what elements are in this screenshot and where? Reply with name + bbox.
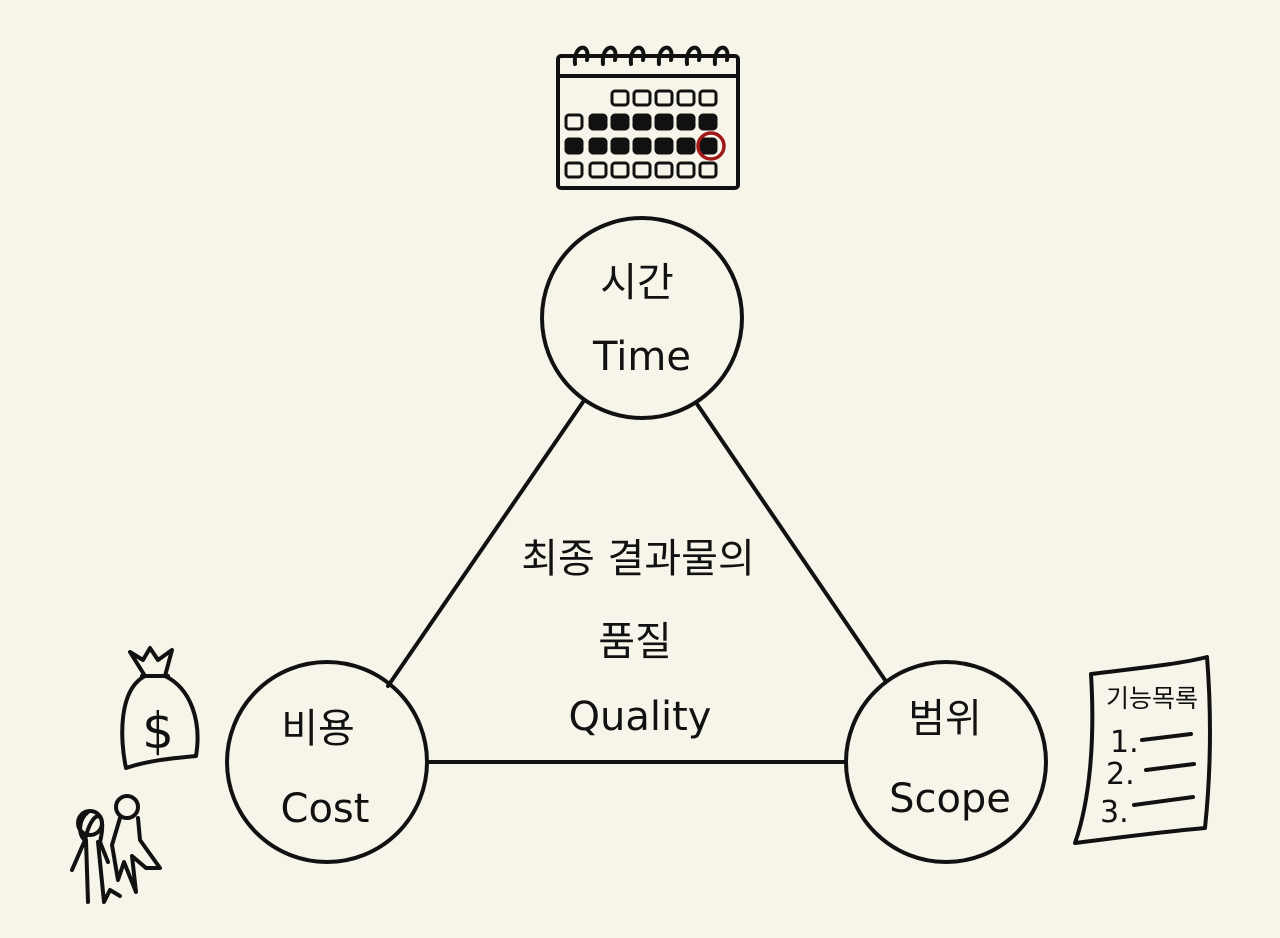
- calendar-day-cell: [588, 113, 608, 131]
- calendar-day-cell: [676, 161, 696, 179]
- edge-time-cost: [386, 400, 585, 688]
- calendar-ring: [684, 45, 702, 66]
- calendar-icon: [556, 45, 740, 190]
- feature-list-icon: 기능목록 1. 2. 3.: [1073, 655, 1212, 845]
- scope-english-label: Scope: [889, 776, 1011, 822]
- quality-korean-line1: 최종 결과물의: [521, 536, 755, 582]
- quality-korean-line2: 품질: [598, 619, 672, 665]
- calendar-day-cell: [676, 137, 696, 155]
- calendar-day-cell: [698, 137, 718, 155]
- calendar-day-cell: [698, 113, 718, 131]
- feature-list-item-1: 1.: [1110, 725, 1139, 760]
- feature-list-item-3: 3.: [1100, 795, 1129, 830]
- calendar-day-cell: [698, 161, 718, 179]
- calendar-day-cell: [654, 137, 674, 155]
- node-cost: 비용 Cost: [225, 660, 429, 864]
- cost-korean-label: 비용: [281, 706, 355, 752]
- time-english-label: Time: [592, 334, 691, 380]
- calendar-ring: [656, 45, 674, 66]
- people-icon: [70, 794, 162, 904]
- calendar-day-cell: [654, 161, 674, 179]
- calendar-day-cell: [676, 89, 696, 107]
- calendar-day-cell: [632, 161, 652, 179]
- calendar-day-cell: [632, 113, 652, 131]
- node-scope: 범위 Scope: [844, 660, 1048, 864]
- calendar-day-cell: [632, 137, 652, 155]
- calendar-day-cell: [676, 113, 696, 131]
- dollar-sign: $: [142, 702, 174, 760]
- edge-time-scope: [695, 402, 887, 682]
- calendar-ring: [572, 45, 590, 66]
- calendar-day-cell: [654, 113, 674, 131]
- feature-list-item-2: 2.: [1106, 757, 1135, 792]
- calendar-day-cell: [610, 137, 630, 155]
- time-korean-label: 시간: [600, 260, 674, 306]
- calendar-day-cell: [564, 137, 584, 155]
- calendar-day-cell: [698, 89, 718, 107]
- node-time: 시간 Time: [540, 216, 744, 420]
- calendar-day-cell: [588, 137, 608, 155]
- calendar-day-cell: [588, 161, 608, 179]
- calendar-day-cell: [564, 161, 584, 179]
- quality-label: 최종 결과물의 품질 Quality: [521, 536, 755, 740]
- calendar-day-cell: [632, 89, 652, 107]
- calendar-day-cell: [654, 89, 674, 107]
- highlighted-date-circle: [696, 131, 726, 161]
- scope-korean-label: 범위: [908, 696, 982, 742]
- calendar-ring: [600, 45, 618, 66]
- calendar-ring: [628, 45, 646, 66]
- calendar-day-cell: [610, 89, 630, 107]
- calendar-day-cell: [610, 113, 630, 131]
- calendar-ring: [712, 45, 730, 66]
- feature-list-title: 기능목록: [1106, 684, 1198, 713]
- calendar-day-cell: [610, 161, 630, 179]
- calendar-day-cell: [564, 113, 584, 131]
- quality-english-label: Quality: [569, 694, 712, 740]
- cost-english-label: Cost: [281, 786, 370, 832]
- money-bag-icon: $: [120, 646, 200, 770]
